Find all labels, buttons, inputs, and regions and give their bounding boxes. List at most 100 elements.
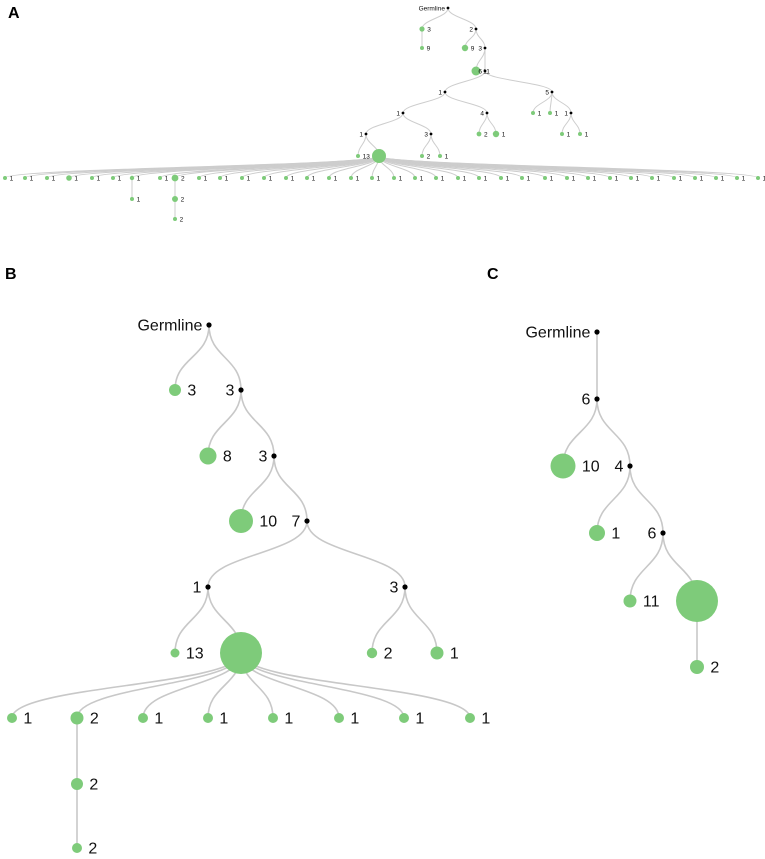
tree-edge [629,465,664,534]
clone-count-label: 1 [585,131,589,138]
clone-count-label: 1 [415,711,424,728]
tree-edge [486,112,497,135]
tree-edge [475,28,486,49]
panel-c-edges [562,332,698,667]
tree-edge [629,532,664,602]
clone-count-label: 1 [481,711,490,728]
clone-node [548,111,552,115]
branch-node-label: 3 [424,131,428,138]
branch-node-label: 7 [291,514,300,531]
clone-node [172,196,178,202]
clone-count-label: 1 [23,711,32,728]
tree-edge [174,324,210,391]
clone-node [693,176,697,180]
clone-count-label: 2 [180,216,184,223]
clone-node [111,176,115,180]
branch-node [474,27,478,31]
branch-node-label: 1 [359,131,363,138]
tree-edge [174,586,209,654]
clone-node [430,646,444,660]
clone-count-label: 1 [284,711,293,728]
branch-node [483,46,487,50]
clone-node [550,453,576,479]
clone-node [158,176,162,180]
tree-edge [378,155,759,179]
clone-count-label: 1 [377,175,381,182]
clone-count-label: 2 [484,131,488,138]
panel-b-edges [11,324,471,848]
branch-node [550,90,554,94]
clone-count-label: 2 [181,175,185,182]
clone-count-label: 1 [441,175,445,182]
branch-node-label: 4 [614,459,623,476]
clone-node [262,176,266,180]
branch-node-label: 6 [647,526,656,543]
tree-edge [430,133,441,157]
clone-node [197,176,201,180]
clone-count-label: 1 [679,175,683,182]
branch-node-label: 6 [581,392,590,409]
clone-count-label: 1 [763,175,765,182]
clone-count-label: 1 [506,175,510,182]
branch-node-label: 1 [564,110,568,117]
clone-node [623,594,637,608]
branch-node [402,584,408,590]
clone-count-label: 1 [445,153,449,160]
clone-node [130,197,134,201]
clone-node [586,176,590,180]
clone-node [492,130,500,138]
tree-edge [76,652,242,719]
clone-count-label: 1 [657,175,661,182]
clone-count-label: 9 [427,45,431,52]
clone-count-label: 1 [225,175,229,182]
clone-count-label: 1 [636,175,640,182]
branch-node [594,396,600,402]
branch-node-label: 3 [258,449,267,466]
clone-node [756,176,760,180]
clone-count-label: 1 [137,196,141,203]
clone-count-label: 1 [247,175,251,182]
tree-edge [11,652,242,719]
clone-count-label: 1 [154,711,163,728]
clone-count-label: 1 [356,175,360,182]
branch-node-label: 1 [396,110,400,117]
clone-node [531,111,535,115]
branch-node [238,387,244,393]
clone-node [138,713,148,723]
tree-edge [208,324,242,391]
clone-count-label: 1 [219,711,228,728]
branch-node [206,322,212,328]
branch-node-label: 3 [389,580,398,597]
clone-node [476,131,482,137]
branch-node [627,463,633,469]
clone-node [129,175,135,181]
branch-node-label: Germline [525,325,590,342]
tree-edge [357,133,367,157]
branch-node [271,453,277,459]
clone-node [690,660,704,674]
tree-edge [273,455,308,522]
branch-node-label: 5 [545,89,549,96]
clone-node [499,176,503,180]
clone-count-label: 2 [89,777,98,794]
panel-a-label: A [8,5,20,22]
branch-node [569,111,573,115]
clone-node [520,176,524,180]
clone-node [220,632,262,674]
panel-c-label: C [487,266,499,283]
clone-node [419,26,425,32]
branch-node [483,69,487,73]
tree-edge [306,520,406,588]
clone-count-label: 2 [427,153,431,160]
clone-node [199,447,217,465]
clone-count-label: 1 [334,175,338,182]
clone-node [434,176,438,180]
clone-count-label: 1 [269,175,273,182]
clone-count-label: 3 [187,383,196,400]
branch-node [594,329,600,335]
tree-edge [159,155,380,179]
panel-a-edges [4,7,759,219]
clone-node [90,176,94,180]
branch-node-label: 1 [192,580,201,597]
